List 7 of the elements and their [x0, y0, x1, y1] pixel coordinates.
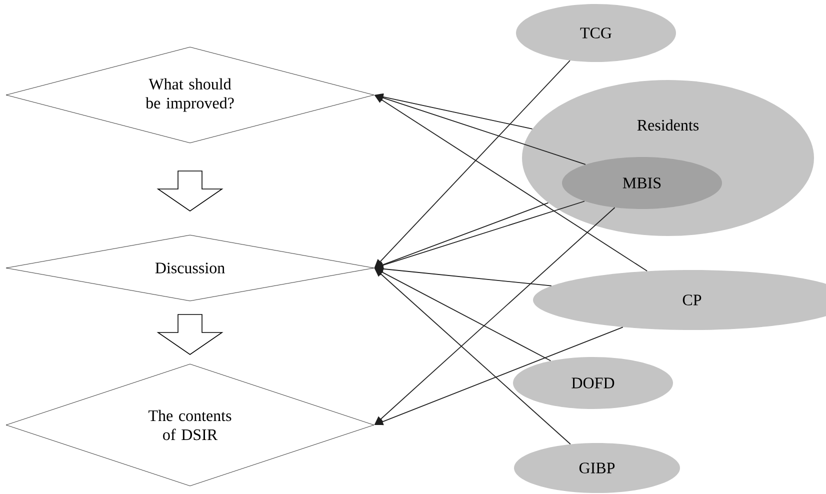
block-arrow [156, 314, 224, 355]
ellipse-group: MBIS [562, 157, 722, 209]
ellipse-group: TCG [516, 4, 676, 62]
ellipse-group: CP [533, 270, 826, 330]
ellipse-group: GIBP [514, 443, 680, 493]
ellipse-group: DOFD [513, 357, 673, 409]
block-arrow [156, 170, 224, 212]
